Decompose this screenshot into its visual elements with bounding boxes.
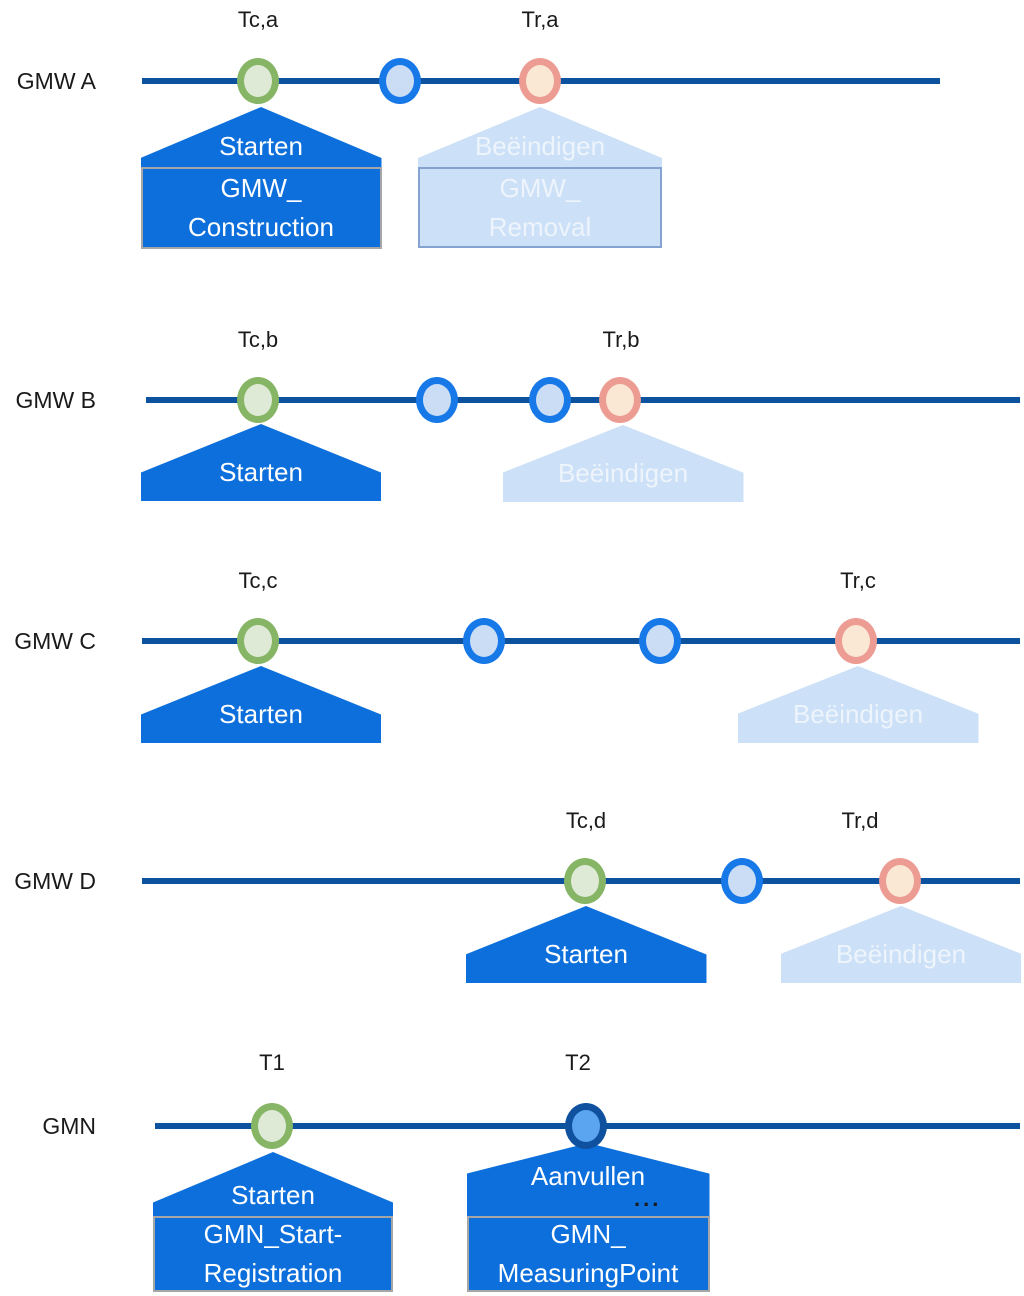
event-circle-intermediate bbox=[379, 58, 421, 104]
callout-action-label: Beëindigen bbox=[835, 939, 967, 969]
callout-action-label: Beëindigen bbox=[474, 131, 606, 161]
time-label: T1 bbox=[259, 1050, 285, 1075]
event-circle-intermediate bbox=[416, 377, 458, 423]
event-circle-removal bbox=[519, 58, 561, 104]
event-circle-intermediate bbox=[721, 858, 763, 904]
timeline-gmw-c bbox=[142, 638, 1020, 644]
event-circle-removal bbox=[879, 858, 921, 904]
callout-action-label: Aanvullen bbox=[530, 1161, 646, 1191]
callout-type-label: GMW_ bbox=[499, 172, 581, 203]
callout-pentagon: Beëindigen bbox=[502, 425, 744, 502]
callout-rect: GMW_ Construction bbox=[140, 167, 382, 249]
callout-pentagon: Beëindigen bbox=[781, 906, 1021, 983]
event-circle-removal bbox=[599, 377, 641, 423]
time-label: Tr,a bbox=[521, 7, 559, 32]
callout-type-label: MeasuringPoint bbox=[497, 1258, 679, 1288]
callout-type-label: GMN_ bbox=[550, 1219, 626, 1249]
callout-rect: GMW_ Removal bbox=[418, 167, 662, 248]
time-label: Tr,b bbox=[602, 327, 640, 352]
callout-pentagon: Beëindigen bbox=[418, 107, 662, 167]
callout-type-label: Removal bbox=[488, 211, 592, 242]
event-circle-construction bbox=[251, 1103, 293, 1149]
row-label-gmn: GMN bbox=[42, 1113, 96, 1139]
event-circle-intermediate bbox=[639, 618, 681, 664]
row-label-gmw-d: GMW D bbox=[14, 868, 96, 894]
callout-rect: GMN_Start- Registration bbox=[153, 1216, 393, 1292]
event-circle-construction bbox=[237, 618, 279, 664]
callout-pentagon: Starten bbox=[465, 906, 707, 983]
callout-type-label: GMW_ bbox=[220, 173, 302, 203]
callout-rect: GMN_ MeasuringPoint bbox=[466, 1216, 710, 1292]
callout-pentagon: Starten bbox=[141, 666, 381, 743]
time-label: T2 bbox=[565, 1050, 591, 1075]
time-label: Tc,b bbox=[237, 327, 279, 352]
event-circle-gmn-point bbox=[565, 1103, 607, 1149]
callout-action-label: Starten bbox=[544, 939, 628, 969]
time-label: Tr,c bbox=[840, 568, 876, 593]
callout-pentagon: Aanvullen... bbox=[466, 1143, 710, 1216]
callout-action-label: Beëindigen bbox=[792, 699, 924, 729]
callout-pentagon: Beëindigen bbox=[737, 666, 979, 743]
callout-type-label: GMN_Start- bbox=[203, 1219, 343, 1249]
time-label: Tc,c bbox=[238, 568, 278, 593]
callout-action-label: Starten bbox=[231, 1180, 315, 1210]
timeline-gmw-b bbox=[146, 397, 1020, 403]
callout-action-label: Starten bbox=[219, 457, 303, 487]
row-label-gmw-a: GMW A bbox=[16, 68, 96, 94]
event-circle-construction bbox=[237, 377, 279, 423]
row-label-gmw-b: GMW B bbox=[15, 387, 97, 413]
event-circle-removal bbox=[835, 618, 877, 664]
callout-type-label: Registration bbox=[203, 1258, 343, 1288]
event-circle-construction bbox=[564, 858, 606, 904]
event-circle-construction bbox=[237, 58, 279, 104]
callout-pentagon: Starten bbox=[153, 1152, 393, 1216]
event-circle-intermediate bbox=[463, 618, 505, 664]
time-label: Tr,d bbox=[841, 808, 879, 833]
time-label: Tc,d bbox=[565, 808, 607, 833]
callout-pentagon: Starten bbox=[140, 107, 382, 167]
event-circle-intermediate bbox=[529, 377, 571, 423]
callout-type-label: Construction bbox=[188, 212, 334, 242]
callout-action-label: Beëindigen bbox=[557, 458, 689, 488]
callout-action-label: Starten bbox=[219, 699, 303, 729]
callout-pentagon: Starten bbox=[141, 424, 381, 501]
callout-action-label: Starten bbox=[219, 131, 303, 161]
time-label: Tc,a bbox=[237, 7, 279, 32]
ellipsis-label: ... bbox=[634, 1186, 662, 1211]
row-label-gmw-c: GMW C bbox=[14, 628, 96, 654]
